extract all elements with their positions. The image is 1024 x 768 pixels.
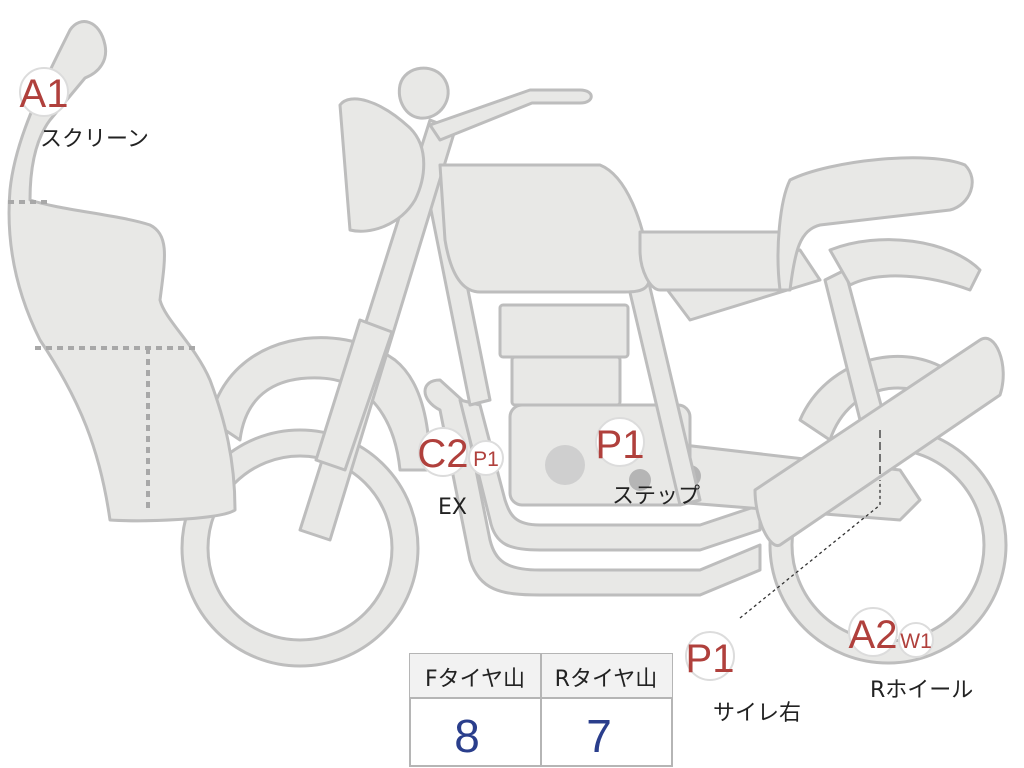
table-value-front-tire: 8 [454, 710, 480, 762]
marker-code: A2 [849, 613, 898, 657]
marker-badge [19, 67, 69, 117]
marker-name: スクリーン [40, 127, 149, 152]
silencer [753, 336, 1005, 547]
mirror [397, 66, 450, 120]
marker-code: P1 [686, 637, 735, 681]
table-value-rear-tire: 7 [586, 710, 612, 762]
marker-p1-silencer: P1 サイレ右 [685, 631, 801, 726]
front-wheel [180, 428, 420, 668]
marker-badge [418, 427, 468, 477]
marker-c2: C2 P1 EX [417, 427, 504, 520]
marker-a1: A1 スクリーン [19, 67, 149, 152]
marker-sub-badge [468, 440, 504, 476]
marker-badge [595, 417, 645, 467]
motorcycle-illustration [7, 20, 1008, 668]
table-header-rear-tire: Rタイヤ山 [555, 667, 658, 692]
headlight [338, 97, 426, 233]
marker-p1-step: P1 ステップ [595, 417, 700, 509]
marker-name: ステップ [612, 484, 700, 509]
marker-code: C2 [417, 432, 468, 476]
exhaust-pipe-outer [423, 378, 762, 597]
tail-cowl [776, 156, 974, 292]
fuel-tank [438, 163, 652, 294]
marker-a2: A2 W1 Rホイール [848, 607, 973, 703]
table-header-front-tire: Fタイヤ山 [425, 667, 525, 692]
cowl-panel-lines [8, 200, 195, 512]
marker-name: サイレ右 [713, 701, 801, 726]
marker-sub-code: P1 [473, 448, 499, 471]
silencer-leader-line [739, 430, 881, 619]
marker-name: Rホイール [870, 678, 973, 703]
marker-sub-badge [898, 622, 934, 658]
handlebar [428, 88, 593, 142]
tire-tread-table: Fタイヤ山 Rタイヤ山 8 7 [409, 653, 673, 767]
marker-name: EX [438, 495, 467, 520]
marker-sub-code: W1 [900, 630, 932, 653]
fork-guard [314, 318, 394, 472]
seat [638, 230, 788, 292]
rear-tail-section [828, 238, 982, 292]
marker-badge [685, 631, 735, 681]
marker-code: A1 [20, 72, 69, 116]
screen-cowl [7, 20, 237, 523]
marker-badge [848, 607, 898, 657]
marker-code: P1 [596, 423, 645, 467]
